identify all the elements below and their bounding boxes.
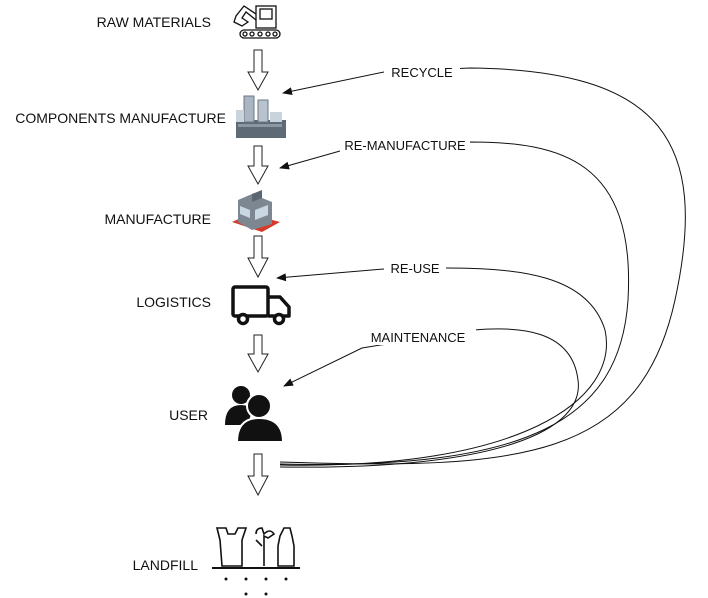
stage-label-logistics: LOGISTICS [136, 294, 211, 310]
flow-arrow-1 [247, 49, 269, 92]
loop-label-maintenance: MAINTENANCE [371, 330, 466, 345]
stage-label-landfill: LANDFILL [133, 557, 199, 573]
flow-arrow-5 [247, 453, 269, 497]
landfill-waste-icon [212, 527, 300, 596]
flow-arrow-2 [247, 145, 269, 186]
re-manufacture-loop [279, 141, 630, 465]
maintenance-loop [279, 328, 579, 468]
stage-label-components-manufacture: COMPONENTS MANUFACTURE [15, 110, 226, 126]
factory-building-icon [232, 190, 280, 232]
stage-label-manufacture: MANUFACTURE [104, 211, 211, 227]
stage-label-raw-materials: RAW MATERIALS [97, 14, 211, 30]
flow-arrow-3 [247, 235, 269, 279]
users-icon [225, 386, 285, 443]
stage-label-user: USER [169, 407, 208, 423]
excavator-icon [233, 5, 281, 39]
loop-label-re-manufacture: RE-MANUFACTURE [344, 138, 466, 153]
loop-label-re-use: RE-USE [390, 261, 439, 276]
recycle-loop [279, 67, 686, 465]
flow-arrow-4 [247, 334, 269, 374]
truck-icon [231, 285, 291, 326]
loop-label-recycle: RECYCLE [391, 65, 453, 80]
factory-plant-icon [236, 95, 286, 138]
re-use-loop [276, 267, 607, 466]
